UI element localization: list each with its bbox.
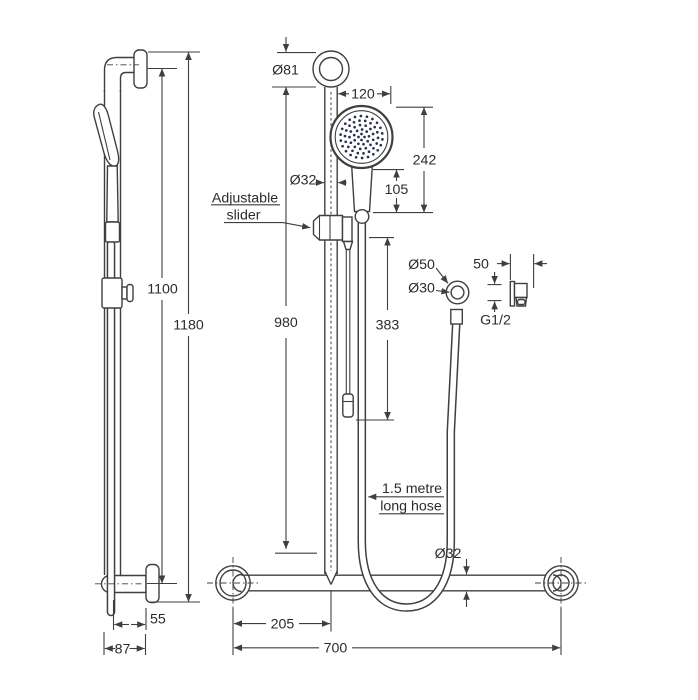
elbow-side-spout-detail bbox=[516, 298, 526, 306]
slider-cradle-taper bbox=[342, 240, 354, 251]
handset-head-face bbox=[334, 110, 389, 164]
rail-tip-left bbox=[324, 570, 332, 585]
side-handset-head bbox=[93, 103, 120, 167]
dim-1180-value: 1180 bbox=[173, 318, 204, 334]
rail-tip-mask bbox=[324, 571, 338, 585]
dim-87-value: 87 bbox=[115, 642, 131, 658]
dim-o30-leader bbox=[435, 287, 450, 295]
dim-383-value: 383 bbox=[376, 318, 400, 334]
handset-nozzle-dots bbox=[339, 114, 384, 160]
dim-105-value: 105 bbox=[385, 182, 409, 198]
handset-hose-nut bbox=[354, 208, 370, 224]
dim-o81-value: Ø81 bbox=[272, 63, 299, 79]
slider-cradle bbox=[341, 216, 353, 243]
label-hose-line1: 1.5 metre bbox=[382, 481, 442, 497]
label-adjustable-slider-line2: slider bbox=[227, 208, 261, 224]
grab-rail-right-tube-dome bbox=[552, 574, 562, 592]
dim-50-value: 50 bbox=[473, 257, 489, 273]
label-adjustable-slider-line1: Adjustable bbox=[212, 191, 278, 207]
elbow-side-body bbox=[513, 282, 528, 299]
dim-o50-value: Ø50 bbox=[408, 257, 435, 273]
elbow-nut bbox=[450, 308, 463, 325]
elbow-flange-inner bbox=[450, 285, 465, 300]
dim-700-value: 700 bbox=[324, 641, 348, 657]
front-view: Ø81 980 120 242 105 Ø32 Adjustable slide… bbox=[207, 37, 587, 657]
dim-o32-grab-value: Ø32 bbox=[435, 546, 462, 562]
dim-55-value: 55 bbox=[150, 612, 166, 628]
label-thread-size: G1/2 bbox=[480, 313, 511, 329]
dim-242-value: 242 bbox=[413, 153, 437, 169]
rail-tip-right bbox=[330, 570, 338, 585]
side-elbow bbox=[103, 56, 134, 92]
hose-fill bbox=[359, 221, 459, 611]
side-handle-end-block bbox=[104, 221, 121, 243]
side-handset-handle bbox=[106, 165, 119, 223]
drop-tube-end-connector bbox=[342, 393, 354, 418]
dim-980-value: 980 bbox=[274, 315, 298, 331]
side-slider-knob bbox=[126, 283, 134, 303]
handset-handle bbox=[350, 162, 374, 213]
dim-1100-value: 1100 bbox=[147, 282, 178, 298]
side-view: 1100 1180 55 87 bbox=[93, 49, 204, 658]
label-hose-line2: long hose bbox=[380, 499, 442, 515]
dim-205-value: 205 bbox=[271, 617, 295, 633]
dim-o32-rail-value: Ø32 bbox=[290, 173, 317, 189]
dim-120-value: 120 bbox=[351, 87, 375, 103]
dim-o30-value: Ø30 bbox=[408, 281, 435, 297]
slider-body bbox=[312, 214, 344, 241]
side-elbow-inner bbox=[119, 71, 134, 92]
top-flange-inner bbox=[318, 56, 344, 82]
grab-rail-left-tube-dome bbox=[232, 573, 242, 593]
side-handset-face-line bbox=[97, 111, 111, 161]
side-slider-knob-shaft bbox=[121, 286, 128, 300]
side-slider-body bbox=[101, 277, 123, 309]
dim-o50-leader bbox=[435, 267, 449, 284]
side-top-flange bbox=[133, 49, 148, 89]
label-adjustable-leader-arrow bbox=[224, 222, 311, 230]
